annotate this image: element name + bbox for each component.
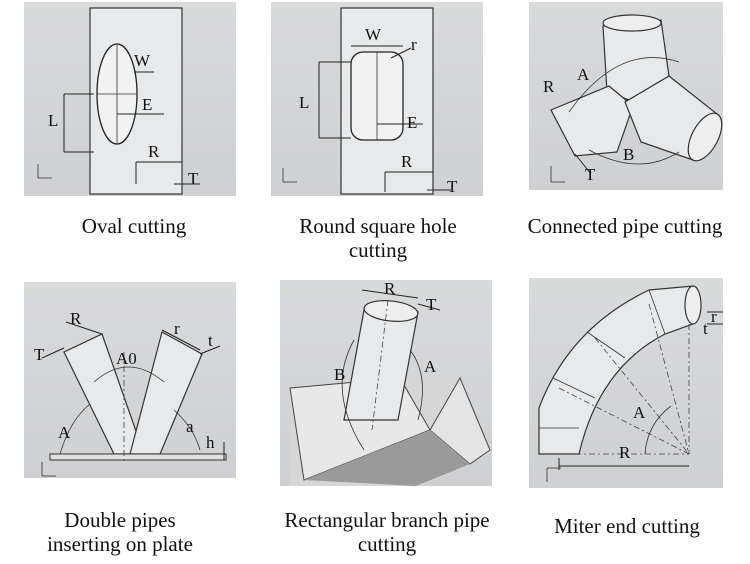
double-pipes-panel: A0 T R r t A a h: [24, 282, 236, 478]
miter-end-panel: A R t r: [529, 278, 723, 488]
label-a: A: [633, 403, 646, 422]
label-r: R: [384, 280, 396, 298]
label-r-small: r: [711, 307, 717, 326]
round-square-hole-panel: W r L E R T: [271, 2, 483, 196]
label-l: L: [299, 93, 309, 112]
caption-rectangular-branch: Rectangular branch pipe cutting: [284, 508, 490, 556]
label-r-small: r: [174, 319, 180, 338]
label-b: B: [334, 365, 345, 384]
connected-pipe-panel: A R B T: [529, 2, 723, 190]
label-r: R: [148, 142, 160, 161]
label-a-small: a: [186, 417, 194, 436]
double-pipes-diagram: A0 T R r t A a h: [34, 309, 227, 477]
caption-round-square-hole: Round square hole cutting: [299, 214, 457, 262]
label-e: E: [407, 113, 417, 132]
label-r: R: [543, 77, 555, 96]
caption-miter-end: Miter end cutting: [554, 514, 700, 538]
label-r: R: [401, 152, 413, 171]
label-w: W: [365, 25, 382, 44]
label-t: T: [426, 295, 437, 314]
oval-cutting-panel: W E L R T: [24, 2, 236, 196]
label-r: R: [70, 309, 82, 328]
rectangular-branch-diagram: R T B A: [289, 280, 491, 486]
label-a: A: [577, 65, 590, 84]
label-e: E: [142, 95, 152, 114]
caption-connected-pipe: Connected pipe cutting: [527, 214, 723, 238]
label-t-small: t: [703, 319, 708, 338]
label-t: T: [585, 165, 596, 184]
label-l: L: [48, 111, 58, 130]
label-b: B: [623, 145, 634, 164]
oval-cutting-diagram: W E L R T: [37, 7, 200, 195]
caption-double-pipes: Double pipes inserting on plate: [47, 508, 193, 556]
label-r-small: r: [411, 35, 417, 54]
label-a0: A0: [116, 349, 137, 368]
rectangular-branch-panel: R T B A: [280, 280, 492, 486]
label-a: A: [58, 423, 71, 442]
label-a: A: [424, 357, 437, 376]
label-t: T: [447, 177, 458, 196]
caption-oval-cutting: Oval cutting: [81, 214, 187, 238]
label-t-small: t: [208, 331, 213, 350]
label-t: T: [188, 169, 199, 188]
label-r: R: [619, 443, 631, 462]
round-square-hole-diagram: W r L E R T: [282, 7, 458, 196]
label-h: h: [206, 433, 215, 452]
miter-end-diagram: A R t r: [538, 285, 723, 482]
connected-pipe-diagram: A R B T: [543, 14, 723, 184]
label-t: T: [34, 345, 45, 364]
label-w: W: [134, 51, 151, 70]
